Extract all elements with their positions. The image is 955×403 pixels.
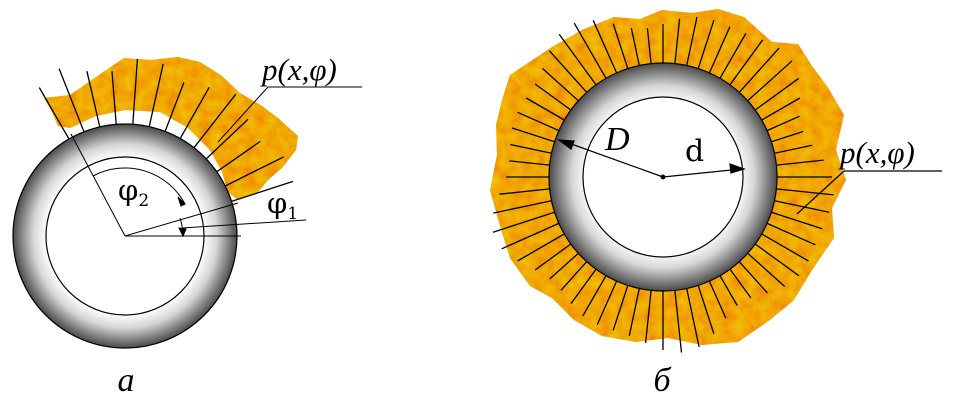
figure-b-pressure-ray bbox=[754, 77, 800, 111]
pressure-rays-a bbox=[38, 58, 294, 203]
arrowhead-outer-diameter bbox=[557, 139, 575, 150]
leader-line-pressure-b bbox=[796, 170, 845, 215]
figure-a-pressure-ray bbox=[86, 71, 101, 128]
leader-line-phi1 bbox=[181, 219, 307, 229]
figure-b-pressure-ray bbox=[517, 111, 560, 132]
figure-b-pressure-ray bbox=[548, 50, 588, 93]
figure-b-pressure-ray bbox=[492, 211, 555, 233]
figure-b-pressure-ray bbox=[708, 280, 727, 319]
figure-b: D d p(x,φ) б bbox=[490, 9, 942, 399]
phi2-label: φ2 bbox=[118, 173, 149, 211]
outer-diameter-line bbox=[562, 140, 664, 178]
inner-diameter-label: d bbox=[685, 134, 704, 169]
figure-a: p(x,φ) φ2 φ1 а bbox=[12, 52, 362, 399]
figure-b-pressure-ray bbox=[541, 67, 579, 102]
figure-b-pressure-ray bbox=[612, 285, 629, 331]
figure-a-pressure-ray bbox=[231, 180, 294, 203]
phi1-label: φ1 bbox=[267, 186, 298, 224]
figure-a-pressure-ray bbox=[224, 156, 284, 187]
figure-a-pressure-ray bbox=[216, 140, 261, 173]
angle-construction-a bbox=[70, 86, 362, 238]
figure-b-pressure-ray bbox=[510, 143, 552, 154]
figure-b-pressure-ray bbox=[560, 261, 588, 291]
radius-line-phi1 bbox=[124, 202, 239, 237]
figure-b-pressure-ray bbox=[771, 130, 804, 143]
figure-b-pressure-ray bbox=[747, 252, 786, 287]
figure-b-pressure-ray bbox=[774, 144, 813, 154]
pressure-label-a: p(x,φ) bbox=[260, 52, 337, 87]
figure-b-pressure-ray bbox=[570, 268, 597, 304]
arrowhead-phi2 bbox=[177, 196, 186, 207]
figure-b-pressure-ray bbox=[697, 285, 715, 335]
figure-b-pressure-ray bbox=[776, 188, 834, 196]
figure-a-pressure-ray bbox=[132, 58, 139, 125]
angle-arc-phi2 bbox=[92, 167, 186, 205]
figure-b-pressure-ray bbox=[534, 243, 572, 271]
figure-b-pressure-ray bbox=[612, 23, 629, 69]
figure-b-pressure-ray bbox=[573, 22, 607, 79]
pressure-label-b: p(x,φ) bbox=[838, 135, 915, 170]
figure-a-pressure-ray bbox=[38, 87, 70, 140]
pressure-rays-b bbox=[492, 16, 834, 353]
figure-b-pressure-ray bbox=[719, 275, 738, 306]
figure-b-pressure-ray bbox=[592, 20, 618, 74]
figure-b-pressure-ray bbox=[525, 97, 565, 121]
leader-line-pressure-a bbox=[217, 86, 269, 143]
figure-b-pressure-ray bbox=[493, 200, 552, 214]
figure-b-pressure-ray bbox=[517, 233, 565, 262]
figure-b-pressure-ray bbox=[776, 159, 824, 166]
center-point-b bbox=[660, 174, 666, 180]
figure-b-pressure-ray bbox=[729, 268, 752, 299]
figure-b-pressure-ray bbox=[558, 33, 597, 86]
arrowhead-phi1 bbox=[178, 227, 187, 238]
figure-b-pressure-ray bbox=[697, 19, 715, 69]
figure-b-pressure-ray bbox=[738, 261, 768, 294]
arrowhead-inner-diameter bbox=[729, 163, 746, 174]
figure-b-pressure-ray bbox=[674, 290, 683, 353]
figure-a-pressure-ray bbox=[205, 118, 249, 160]
figure-b-pressure-ray bbox=[747, 60, 793, 102]
figure-b-pressure-ray bbox=[771, 211, 823, 230]
figure-b-pressure-ray bbox=[501, 222, 560, 250]
figure-b-pressure-ray bbox=[766, 222, 816, 246]
figure-b-pressure-ray bbox=[761, 233, 809, 262]
figure-b-pressure-ray bbox=[509, 160, 550, 166]
figure-a-pressure-ray bbox=[111, 71, 117, 125]
figure-a-pressure-ray bbox=[193, 93, 237, 149]
figure-b-pressure-ray bbox=[534, 83, 572, 111]
figure-b-pressure-ray bbox=[674, 18, 681, 64]
figure-b-pressure-ray bbox=[499, 188, 550, 195]
figure-b-pressure-ray bbox=[582, 275, 607, 317]
figure-b-pressure-ray bbox=[719, 33, 747, 79]
figure-b-pressure-ray bbox=[729, 39, 764, 86]
figure-a-pressure-ray bbox=[58, 68, 85, 133]
figure-a-pressure-ray bbox=[148, 63, 164, 127]
figure-a-pressure-ray bbox=[164, 82, 185, 132]
figure-b-pressure-ray bbox=[738, 47, 780, 93]
figure-b-pressure-ray bbox=[596, 280, 618, 325]
caption-a: а bbox=[118, 362, 135, 399]
figure-b-pressure-ray bbox=[511, 127, 555, 143]
inner-diameter-line bbox=[662, 168, 742, 178]
figure-b-pressure-ray bbox=[686, 16, 698, 66]
figure-b-pressure-ray bbox=[754, 243, 800, 277]
figure-a-pressure-ray bbox=[179, 86, 210, 139]
outer-diameter-label: D bbox=[604, 121, 630, 158]
labels-b: D d p(x,φ) б bbox=[604, 121, 915, 399]
figure-b-pressure-ray bbox=[646, 28, 652, 64]
labels-a: p(x,φ) φ2 φ1 а bbox=[118, 52, 337, 399]
figure-b-pressure-ray bbox=[630, 27, 640, 66]
radius-line-phi2 bbox=[70, 133, 126, 237]
figure-b-pressure-ray bbox=[549, 252, 579, 280]
figure-b-pressure-ray bbox=[644, 290, 652, 343]
dimension-construction-b bbox=[557, 139, 942, 215]
figure-b-pressure-ray bbox=[774, 200, 830, 213]
figure-b-pressure-ray bbox=[628, 288, 640, 336]
figure-b-pressure-ray bbox=[761, 97, 801, 121]
figure-b-pressure-ray bbox=[708, 26, 731, 74]
caption-b: б bbox=[653, 362, 672, 399]
figure-b-pressure-ray bbox=[686, 288, 700, 348]
figure-b-pressure-ray bbox=[766, 115, 800, 132]
